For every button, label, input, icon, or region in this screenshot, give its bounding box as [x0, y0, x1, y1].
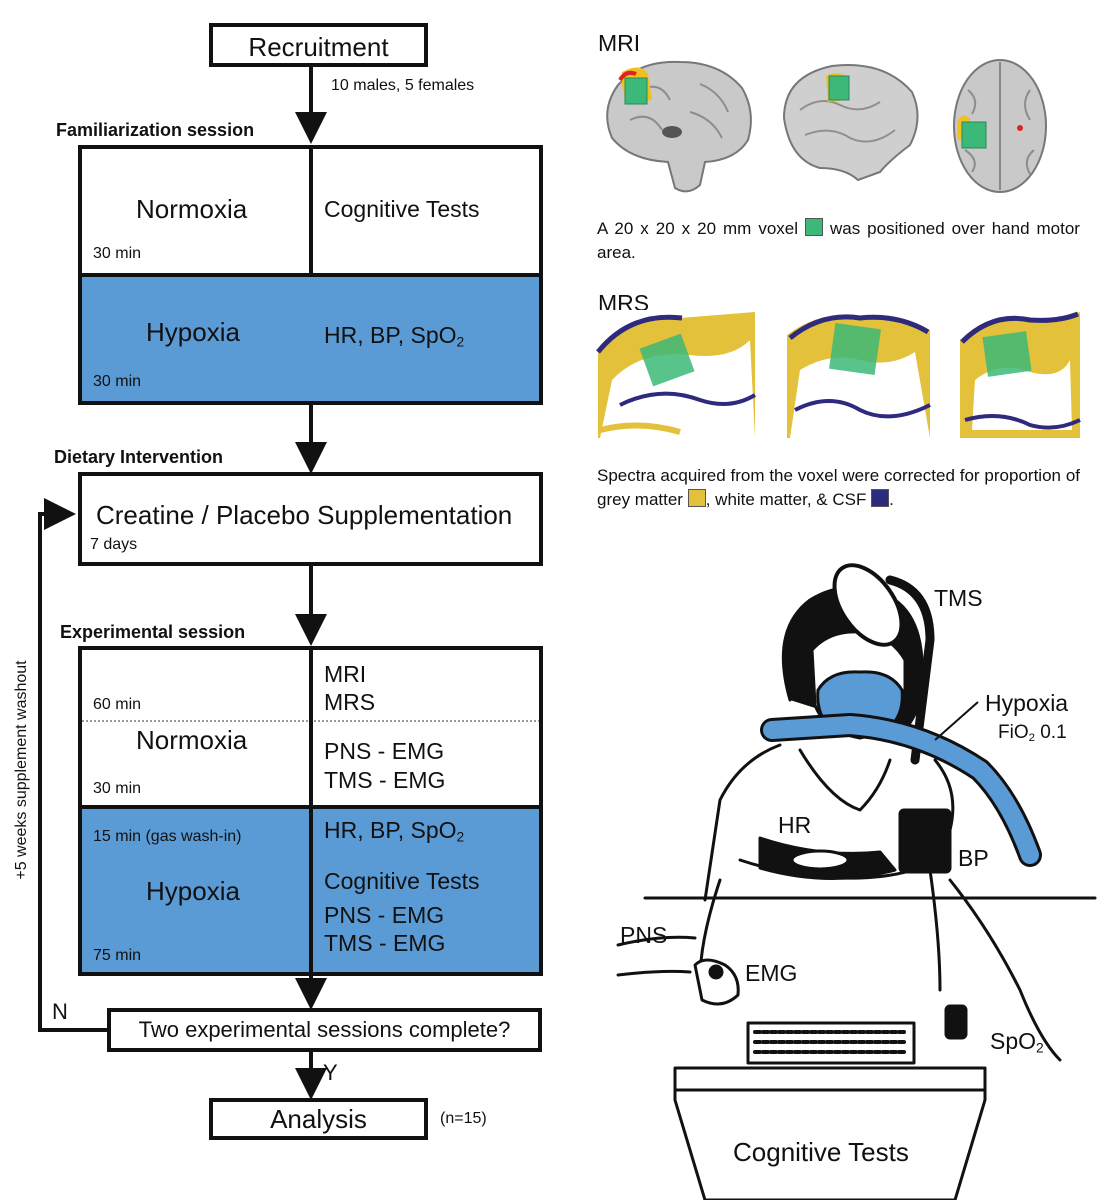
exp-hypoxia-label: Hypoxia — [146, 876, 240, 906]
mrs-caption: Spectra acquired from the voxel were cor… — [597, 466, 1080, 509]
spo2-label: SpO2 — [990, 1028, 1044, 1056]
hr-label: HR — [778, 812, 812, 838]
exp-divider-cover — [309, 650, 313, 974]
decision-label: Two experimental sessions complete? — [138, 1017, 511, 1042]
exp-tms-emg-1: TMS - EMG — [324, 767, 446, 793]
supplementation-duration: 7 days — [90, 536, 138, 553]
washout-label: +5 weeks supplement washout — [13, 660, 30, 880]
fam-normoxia-label: Normoxia — [136, 194, 248, 224]
fam-cognitive-tests: Cognitive Tests — [324, 196, 480, 222]
exp-pns-emg-1: PNS - EMG — [324, 738, 445, 764]
experimental-box — [78, 646, 543, 976]
csf-swatch — [871, 489, 890, 507]
analysis-box — [209, 1098, 428, 1140]
exp-pns-emg-2: PNS - EMG — [324, 902, 445, 928]
fam-hypoxia-band — [82, 275, 539, 401]
fam-normoxia-duration: 30 min — [93, 245, 142, 262]
dietary-header: Dietary Intervention — [54, 447, 224, 467]
fam-vitals: HR, BP, SpO2 — [324, 322, 465, 350]
exp-normoxia-duration: 30 min — [93, 780, 142, 797]
no-label: N — [52, 999, 68, 1024]
analysis-label: Analysis — [270, 1104, 367, 1134]
bp-label: BP — [958, 845, 989, 871]
exp-mri: MRI — [324, 661, 367, 687]
loop-back-line — [38, 498, 107, 1032]
mri-caption: A 20 x 20 x 20 mm voxel was positioned o… — [597, 218, 1080, 262]
tms-label: TMS — [934, 585, 983, 611]
decision-box — [107, 1008, 542, 1052]
mri-title: MRI — [598, 30, 641, 56]
exp-washin-duration: 15 min (gas wash-in) — [93, 828, 242, 845]
exp-cognitive-tests: Cognitive Tests — [324, 868, 480, 894]
fam-band-border — [82, 273, 539, 277]
fam-hypoxia-duration: 30 min — [93, 373, 142, 390]
recruitment-box: Recruitment — [209, 23, 428, 67]
sample-size: (n=15) — [440, 1110, 487, 1127]
fio2-label: FiO2 0.1 — [998, 722, 1067, 744]
exp-tms-emg-2: TMS - EMG — [324, 930, 446, 956]
exp-mri-duration: 60 min — [93, 696, 142, 713]
exp-mrs: MRS — [324, 689, 376, 715]
hypoxia-label: Hypoxia — [985, 690, 1069, 716]
exp-hypoxia-duration: 75 min — [93, 947, 142, 964]
supplementation-label: Creatine / Placebo Supplementation — [96, 500, 513, 530]
fam-hypoxia-label: Hypoxia — [146, 317, 240, 347]
participants-text: 10 males, 5 females — [331, 77, 475, 94]
familiarization-header: Familiarization session — [56, 120, 255, 140]
exp-normoxia-label: Normoxia — [136, 725, 248, 755]
yes-label: Y — [323, 1060, 338, 1085]
recruitment-label: Recruitment — [248, 32, 389, 62]
emg-label: EMG — [745, 960, 798, 986]
voxel-swatch — [804, 218, 823, 236]
pns-label: PNS — [620, 922, 668, 948]
mrs-title: MRS — [598, 290, 650, 316]
experimental-header: Experimental session — [60, 622, 246, 642]
cognitive-tests-label: Cognitive Tests — [733, 1137, 909, 1167]
exp-vitals: HR, BP, SpO2 — [324, 817, 465, 845]
supplementation-box — [78, 472, 543, 566]
grey-matter-swatch — [687, 489, 706, 507]
familiarization-box — [78, 145, 543, 405]
